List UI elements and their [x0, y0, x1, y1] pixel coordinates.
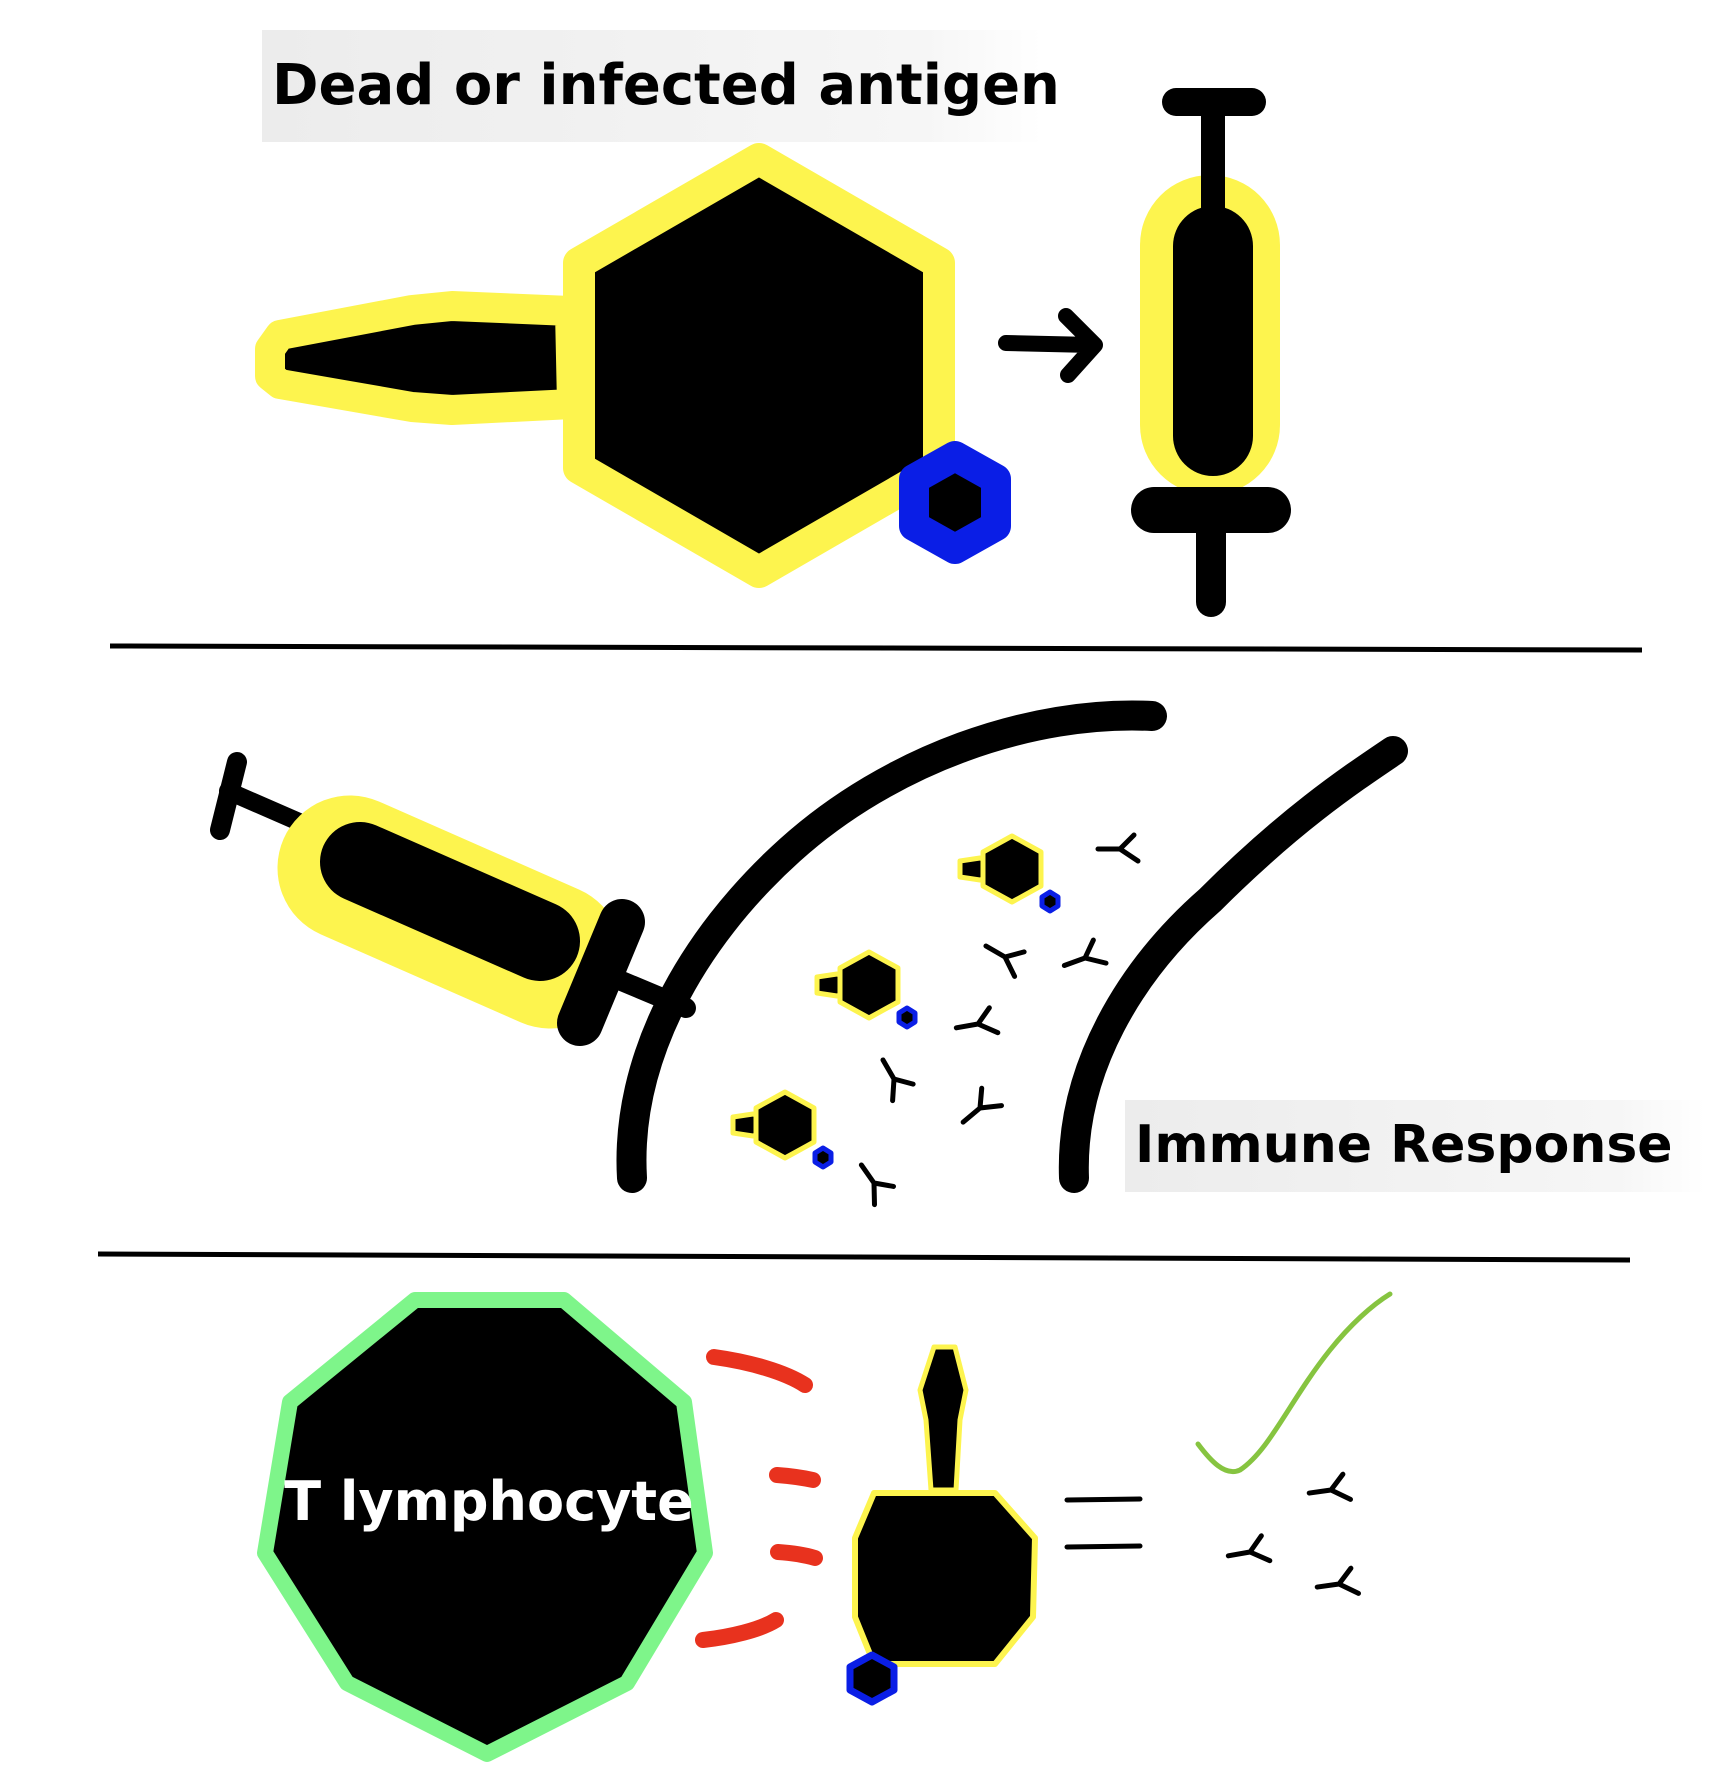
- targeted-virus-icon: [846, 1344, 1038, 1706]
- vessel-wall-left: [616, 700, 1167, 1193]
- virus-tail: [917, 1344, 969, 1493]
- injecting-syringe-icon: [210, 752, 696, 1046]
- syringe-barrel: [1173, 206, 1253, 476]
- antibody-icon: [852, 1157, 896, 1205]
- small-virus-icon: [733, 1092, 831, 1167]
- virus-blue-tag: [899, 441, 1011, 564]
- antibody-icon: [1315, 1568, 1358, 1599]
- signal-marks: [695, 1349, 823, 1648]
- small-virus-icon: [817, 952, 915, 1027]
- syringe-icon: [1131, 88, 1291, 617]
- checkmark-icon: [1195, 1291, 1393, 1475]
- antibody-icon: [1226, 1535, 1270, 1568]
- virus-tail: [255, 291, 587, 425]
- vessel-wall-right: [1058, 736, 1408, 1193]
- small-virus-icon: [960, 836, 1058, 911]
- antibody-icon: [873, 1053, 916, 1101]
- antigen-title-background: [262, 30, 1042, 142]
- t-lymphocyte-label: T lymphocyte: [284, 1470, 693, 1533]
- arrow-right-icon: [998, 308, 1103, 383]
- antibody-icon: [1307, 1474, 1350, 1505]
- immune-response-label: Immune Response: [1135, 1115, 1673, 1175]
- section-t-lymphocyte: T lymphocyte: [257, 1291, 1393, 1762]
- antibody-icon: [954, 1086, 1001, 1132]
- antibody-icon: [1098, 835, 1138, 861]
- divider-2: [97, 1251, 1631, 1263]
- syringe-barrel: [320, 822, 580, 981]
- antibody-icon: [1060, 939, 1106, 977]
- virus-blue-tag: [846, 1651, 898, 1706]
- antibody-icon: [980, 934, 1028, 977]
- antibody-icon: [954, 1007, 998, 1040]
- section-antigen-to-vaccine: Dead or infected antigen: [255, 30, 1291, 617]
- virus-head: [563, 143, 955, 588]
- section-injection-response: Immune Response: [210, 700, 1705, 1205]
- equals-icon: [1064, 1496, 1143, 1550]
- antigen-title: Dead or infected antigen: [272, 53, 1060, 118]
- virus-head: [852, 1490, 1038, 1667]
- immune-response-label-background: [1125, 1100, 1705, 1192]
- t-lymphocyte-cell: [257, 1292, 713, 1762]
- divider-1: [109, 643, 1643, 653]
- large-virus-icon: [255, 143, 1011, 588]
